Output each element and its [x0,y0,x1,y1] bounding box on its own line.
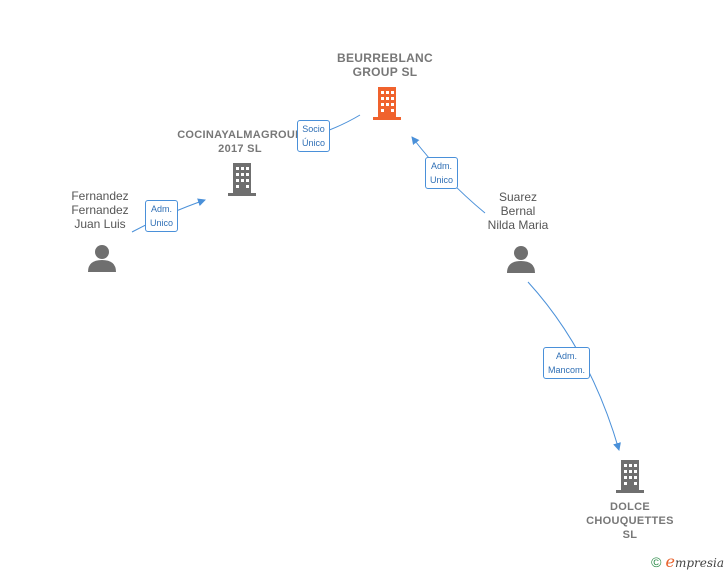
node-label-cocinayalma[interactable]: COCINAYALMAGROUP 2017 SL [177,129,303,155]
edge-label-socio-unico[interactable]: Socio Único [297,120,331,152]
node-label-fernandez[interactable]: Fernandez Fernandez Juan Luis [71,189,129,231]
edge-label-adm-unico-fernandez[interactable]: Adm. Unico [145,200,179,232]
node-label-dolce[interactable]: DOLCE CHOUQUETTES SL [586,501,674,541]
node-label-beurreblanc[interactable]: BEURREBLANC GROUP SL [337,51,433,79]
person-icon-fernandez[interactable] [87,243,117,273]
building-icon-cocinayalma[interactable] [226,162,258,198]
person-icon-suarez[interactable] [506,244,536,274]
building-icon-beurreblanc[interactable] [371,86,403,122]
empresia-logo: empresia [665,552,724,571]
node-label-suarez[interactable]: Suarez Bernal Nilda Maria [487,190,549,232]
building-icon-dolce[interactable] [614,459,646,495]
empresia-watermark[interactable]: ©empresia [651,552,724,571]
copyright-icon: © [651,554,662,570]
edge-label-adm-unico-suarez[interactable]: Adm. Unico [425,157,459,189]
edge-label-adm-mancom[interactable]: Adm. Mancom. [543,347,591,379]
